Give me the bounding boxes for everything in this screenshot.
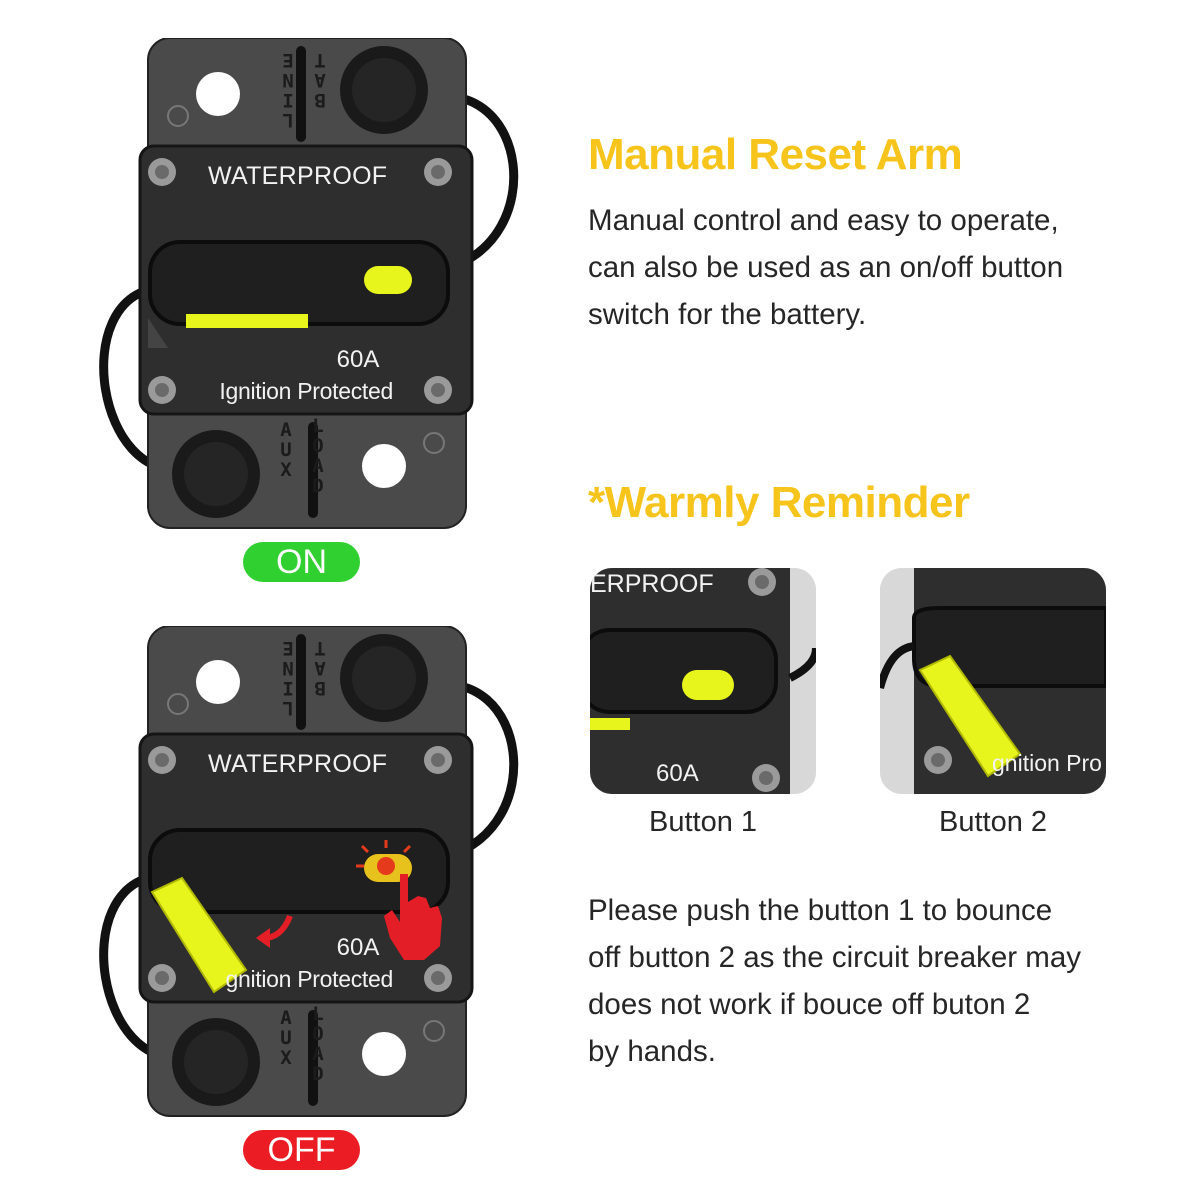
description-line: can also be used as an on/off button [588,251,1064,284]
terminal-load-label: LOAD [312,1003,324,1085]
button-1-caption: Button 1 [648,806,758,838]
section-title-reminder: *Warmly Reminder [588,478,970,527]
breaker-on-illustration [99,38,519,529]
ignition-label: gnition Protected [225,966,393,992]
thumb-1-amperage-text: 60A [656,760,699,787]
terminal-bat-label: BAT [314,49,326,111]
description-line: by hands. [588,1035,716,1068]
description-line: off button 2 as the circuit breaker may [588,941,1082,974]
terminal-aux-label: AUX [280,419,292,481]
button-2-caption: Button 2 [938,806,1048,838]
thumb-1-waterproof-text: ERPROOF [590,570,714,598]
section-title-manual-reset: Manual Reset Arm [588,130,963,179]
terminal-bat-label: BAT [314,637,326,699]
button-1-closeup-illustration [590,568,816,794]
terminal-aux-label: AUX [280,1007,292,1069]
breaker-off: WATERPROOF 60A gnition Protected LINE BA… [78,626,538,1126]
waterproof-label: WATERPROOF [208,162,388,190]
terminal-line-label: LINE [282,637,294,719]
state-off-badge: OFF [243,1130,360,1170]
button-1-closeup: ERPROOF 60A [590,568,816,794]
description-line: Please push the button 1 to bounce [588,894,1053,927]
waterproof-label: WATERPROOF [208,750,388,778]
manual-reset-description: Manual control and easy to operate, can … [588,197,1063,338]
terminal-line-label: LINE [282,49,294,131]
thumb-2-ignition-text: gnition Pro [992,750,1102,776]
reminder-description: Please push the button 1 to bounce off b… [588,887,1081,1075]
ignition-label: Ignition Protected [219,378,393,404]
state-on-badge: ON [243,542,360,582]
amperage-label: 60A [336,934,380,961]
description-line: Manual control and easy to operate, [588,204,1059,237]
button-2-closeup: gnition Pro [880,568,1106,794]
description-line: switch for the battery. [588,298,867,331]
amperage-label: 60A [336,346,380,373]
button-2-closeup-illustration [880,568,1106,794]
description-line: does not work if bouce off buton 2 [588,988,1031,1021]
terminal-load-label: LOAD [312,415,324,497]
breaker-off-illustration [99,626,519,1117]
breaker-on: WATERPROOF 60A Ignition Protected LINE B… [78,38,538,538]
